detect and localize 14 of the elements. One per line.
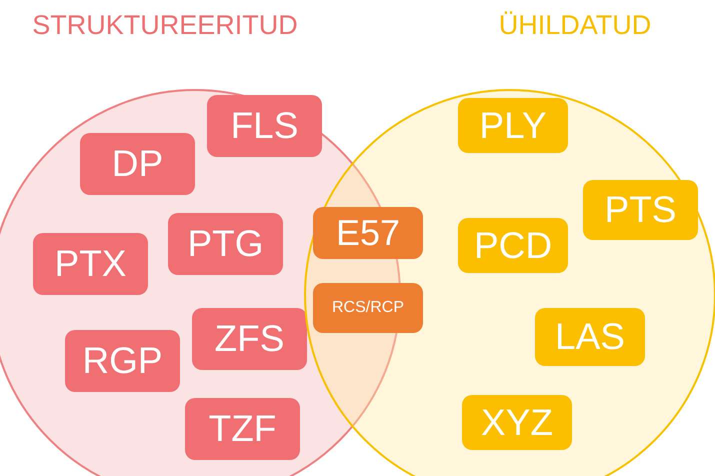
format-tag: XYZ xyxy=(462,395,572,450)
format-tag: ZFS xyxy=(192,308,307,370)
format-tag: FLS xyxy=(207,95,322,157)
format-tag: PLY xyxy=(458,98,568,153)
format-tag: PCD xyxy=(458,218,568,273)
format-tag: PTS xyxy=(583,180,698,240)
format-tag: TZF xyxy=(185,398,300,460)
set-title: ÜHILDATUD xyxy=(498,10,652,41)
format-tag: LAS xyxy=(535,308,645,366)
format-tag: DP xyxy=(80,133,195,195)
set-title: STRUKTUREERITUD xyxy=(32,10,298,41)
format-tag: RGP xyxy=(65,330,180,392)
format-tag: PTG xyxy=(168,213,283,275)
format-tag: PTX xyxy=(33,233,148,295)
